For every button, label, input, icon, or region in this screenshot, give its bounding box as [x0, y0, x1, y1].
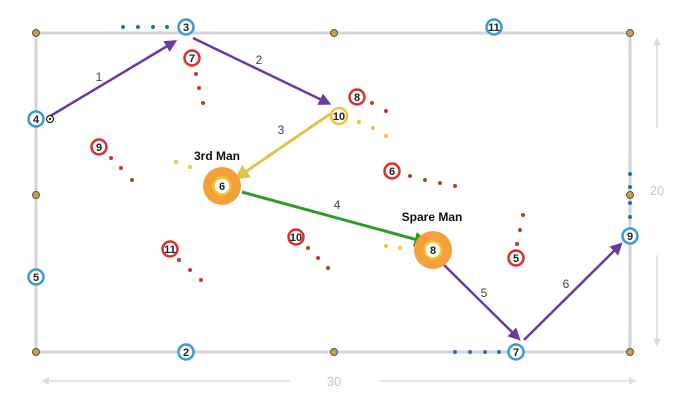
blue-player: 5 [27, 268, 45, 286]
pass-label: 6 [563, 277, 570, 291]
pass-6 [523, 242, 623, 341]
red-player: 7 [183, 49, 201, 67]
third-man-label: 3rd Man [194, 149, 240, 163]
player-number: 6 [389, 166, 395, 178]
player-number: 3 [183, 22, 189, 34]
pass-4 [241, 190, 430, 247]
blue-player: 9 [621, 227, 639, 245]
player-number: 5 [513, 253, 519, 265]
red-player: 10 [287, 228, 305, 246]
red-player: 9 [90, 138, 108, 156]
player-number: 11 [164, 244, 176, 256]
player-number: 7 [513, 347, 519, 359]
player-number: 10 [333, 111, 345, 123]
player-number: 10 [290, 232, 302, 244]
red-player: 8 [348, 88, 366, 106]
blue-players: 2 3 4 5 7 9 11 [27, 18, 639, 361]
height-label: 20 [650, 183, 664, 198]
red-players: 7 8 9 6 10 11 5 [90, 49, 525, 267]
cone [330, 29, 338, 37]
player-number: 9 [627, 231, 633, 243]
blue-player: 4 [27, 110, 45, 128]
pass-1 [46, 40, 178, 120]
blue-player: 2 [177, 343, 195, 361]
player-number: 7 [189, 53, 195, 65]
pass-label: 5 [481, 286, 488, 300]
cones [32, 29, 634, 356]
ball-icon [45, 114, 55, 124]
cone [626, 348, 634, 356]
player-number: 6 [219, 181, 225, 193]
pass-2 [192, 36, 332, 105]
pass-labels: 1 2 3 4 5 6 [96, 53, 570, 300]
player-number: 2 [183, 347, 189, 359]
player-number: 9 [96, 142, 102, 154]
yellow-player: 10 [329, 106, 349, 126]
movement-trails [109, 25, 632, 354]
blue-player: 3 [177, 18, 195, 36]
spare-man-player: 8 [414, 231, 452, 269]
player-number: 5 [33, 272, 39, 284]
blue-player: 11 [485, 18, 503, 36]
pass-lines [46, 36, 623, 341]
player-number: 11 [488, 22, 500, 34]
pitch-boundary [34, 31, 632, 354]
player-number: 8 [354, 92, 360, 104]
pass-label: 4 [334, 198, 341, 212]
pass-3 [234, 112, 331, 180]
cone [32, 348, 40, 356]
width-dimension: 30 [42, 374, 636, 389]
pass-5 [440, 261, 521, 341]
red-player: 6 [383, 162, 401, 180]
height-dimension: 20 [650, 38, 664, 346]
red-player: 5 [507, 249, 525, 267]
player-number: 4 [33, 114, 40, 126]
cone [32, 29, 40, 37]
spare-man-label: Spare Man [402, 210, 463, 224]
width-label: 30 [327, 374, 341, 389]
cone [32, 191, 40, 199]
third-man-player: 6 [203, 167, 241, 205]
blue-player: 7 [507, 343, 525, 361]
cone [330, 348, 338, 356]
red-player: 11 [161, 240, 179, 258]
cone [626, 29, 634, 37]
pass-label: 3 [278, 123, 285, 137]
pass-label: 2 [256, 53, 263, 67]
pass-label: 1 [96, 70, 103, 84]
player-number: 8 [430, 245, 436, 257]
cone [626, 191, 634, 199]
